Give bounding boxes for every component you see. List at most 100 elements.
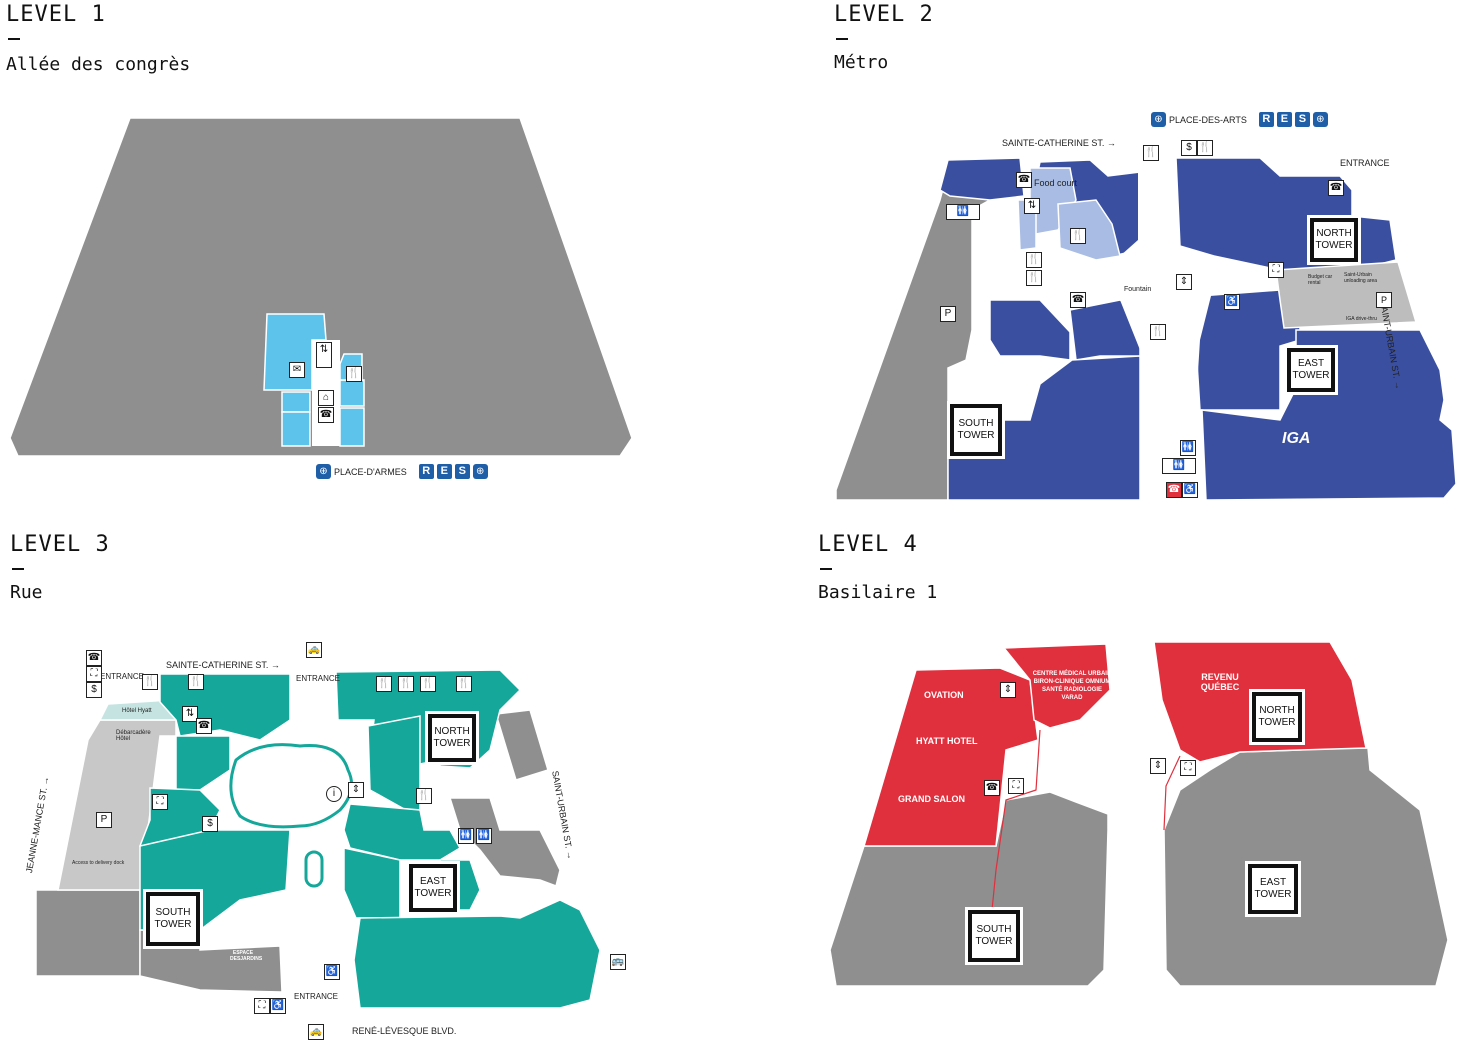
metro-letter-r: R (418, 464, 434, 479)
metro-station-name: PLACE-DES-ARTS (1169, 114, 1247, 125)
elevator-icon: ⇕ (348, 782, 364, 798)
metro-icon: ⊕ (316, 464, 331, 479)
level-1-shops (263, 313, 365, 447)
escalator-icon: ⛶ (1180, 760, 1196, 776)
iga-drive-label: IGA drive-thru (1346, 316, 1377, 322)
emergency-phone-icon: ☎ (1166, 482, 1182, 498)
accessible-icon: ♿ (270, 998, 286, 1014)
level-1-dash (8, 38, 20, 40)
level-4-panel: LEVEL 4 Basilaire 1 OVATION HYATT HOTEL … (740, 530, 1480, 1060)
restroom-icon: 🚻 (1162, 458, 1196, 474)
metro-letter-s: S (1294, 112, 1310, 127)
restroom-icon: 🚻 (1180, 440, 1196, 456)
level-3-map (35, 669, 601, 1009)
restaurant-icon: 🍴 (188, 674, 204, 690)
street-sainte-catherine: SAINTE-CATHERINE ST. → (1002, 138, 1116, 148)
level-3-central-ring (229, 743, 354, 829)
restaurant-icon: 🍴 (376, 676, 392, 692)
accessible-icon: ♿ (1224, 294, 1240, 310)
restaurant-icon: 🍴 (1197, 140, 1213, 156)
entrance-nw-label: ENTRANCE (100, 672, 145, 681)
level-3-title: LEVEL 3 (10, 532, 110, 557)
level-4-title: LEVEL 4 (818, 532, 918, 557)
iga-label: IGA (1282, 430, 1311, 447)
entrance-s-label: ENTRANCE (294, 992, 339, 1001)
taxi-icon: 🚌 (610, 954, 626, 970)
parking-icon: P (96, 812, 112, 828)
escalator-icon: ⛶ (1008, 778, 1024, 794)
accessible-icon: ♿ (324, 964, 340, 980)
level-4-corridor-east (1163, 755, 1181, 831)
level-1-floor (9, 117, 633, 457)
level-2-east-tower: EAST TOWER (1287, 348, 1335, 392)
hotel-hyatt-label: Hôtel Hyatt (122, 708, 152, 714)
level-4-east-tower: EAST TOWER (1248, 864, 1298, 914)
phone-icon: ☎ (318, 407, 334, 423)
phone-icon: ☎ (984, 780, 1000, 796)
level-2-dash (836, 38, 848, 40)
metro-icon: ⊕ (1312, 112, 1328, 127)
atm-icon: $ (86, 682, 102, 698)
phone-icon: ☎ (196, 718, 212, 734)
phone-icon: ☎ (1328, 180, 1344, 196)
phone-icon: ☎ (1016, 172, 1032, 188)
phone-icon: ☎ (1070, 292, 1086, 308)
restaurant-icon: 🍴 (456, 676, 472, 692)
ovation-label: OVATION (924, 690, 964, 700)
level-3-east-tower: EAST TOWER (409, 864, 457, 912)
parking-icon: P (1376, 292, 1392, 308)
escalator-icon: ⇅ (182, 706, 198, 722)
revenu-label: REVENU QUÉBEC (1200, 672, 1240, 692)
restaurant-icon: 🍴 (346, 366, 362, 382)
atm-icon: $ (1181, 140, 1197, 156)
elevator-icon: ⇕ (1000, 682, 1016, 698)
restaurant-icon: 🍴 (420, 676, 436, 692)
metro-icon: ⊕ (1151, 112, 1166, 127)
escalator-icon: ⛶ (1268, 262, 1284, 278)
level-2-subtitle: Métro (834, 52, 889, 73)
restaurant-icon: 🍴 (1026, 252, 1042, 268)
level-1-map (9, 117, 633, 457)
delivery-label: Access to delivery dock (72, 860, 125, 866)
level-4-corridor (991, 729, 1041, 911)
taxi-icon: 🚕 (306, 642, 322, 658)
level-3-south-tower: SOUTH TOWER (146, 892, 200, 946)
level-2-panel: LEVEL 2 Métro ⊕ PLAC (740, 0, 1480, 520)
escalator-icon: ⛶ (254, 998, 270, 1014)
restaurant-icon: 🍴 (416, 788, 432, 804)
accessible-icon: ♿ (1182, 482, 1198, 498)
level-3-north-tower: NORTH TOWER (428, 714, 476, 762)
restroom-icon: 🚻 (946, 204, 980, 220)
taxi-icon: 🚕 (308, 1024, 324, 1040)
grand-salon-label: GRAND SALON (898, 794, 965, 804)
level-1-panel: LEVEL 1 Allée des congrès ✉ ⇅ 🍴 ⌂ ☎ ⊕ PL… (0, 0, 740, 520)
entrance-n-label: ENTRANCE (296, 674, 341, 683)
restaurant-icon: 🍴 (398, 676, 414, 692)
info-icon: i (326, 786, 342, 802)
escalator-icon: ⛶ (152, 794, 168, 810)
escalator-icon: ⛶ (86, 666, 102, 682)
level-1-title: LEVEL 1 (6, 2, 106, 27)
atm-icon: $ (202, 816, 218, 832)
level-2-north-tower: NORTH TOWER (1310, 218, 1358, 262)
metro-letter-s: S (454, 464, 470, 479)
entrance-label: ENTRANCE (1340, 158, 1390, 168)
level-1-subtitle: Allée des congrès (6, 54, 191, 75)
level-2-metro: ⊕ PLACE-DES-ARTS R E S ⊕ (1151, 112, 1328, 127)
restroom-icon: 🚻 (458, 828, 474, 844)
restaurant-icon: 🍴 (1143, 145, 1159, 161)
restroom-icon: 🚻 (476, 828, 492, 844)
restaurant-icon: 🍴 (142, 674, 158, 690)
level-3-ramp (304, 850, 324, 888)
centre-medical-label: CENTRE MÉDICAL URBAIN BIRON-CLINIQUE OMN… (1032, 671, 1112, 701)
level-4-south-tower: SOUTH TOWER (968, 910, 1020, 962)
metro-station-name: PLACE-D'ARMES (334, 466, 407, 477)
street-sainte-catherine: SAINTE-CATHERINE ST. → (166, 660, 280, 670)
fountain-label: Fountain (1124, 286, 1152, 293)
hyatt-label: HYATT HOTEL (916, 736, 978, 746)
elevator-icon: ⇕ (1176, 274, 1192, 290)
metro-letter-r: R (1258, 112, 1274, 127)
restaurant-icon: 🍴 (1070, 228, 1086, 244)
level-3-panel: LEVEL 3 Rue SAINTE-CATHERIN (0, 530, 740, 1060)
phone-icon: ☎ (86, 650, 102, 666)
